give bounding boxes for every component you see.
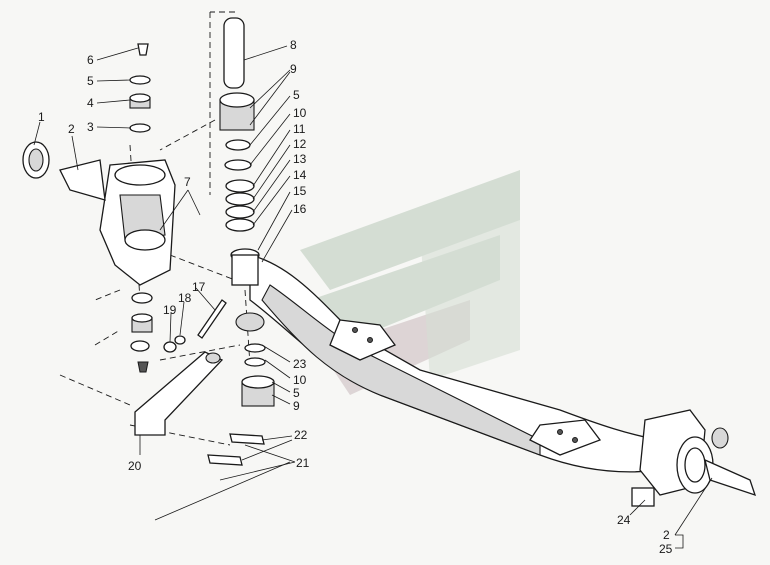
callout-18: 18: [178, 291, 192, 305]
callout-4: 4: [87, 96, 94, 110]
callout-3: 3: [87, 120, 94, 134]
callout-8: 8: [290, 38, 297, 52]
callout-17: 17: [192, 280, 206, 294]
callout-20: 20: [128, 459, 142, 473]
left-steering-knuckle: [22, 141, 176, 286]
callout-9: 9: [290, 62, 297, 76]
callout-10b: 10: [293, 373, 307, 387]
callout-25: 25: [659, 542, 673, 556]
steering-arm: [134, 351, 265, 466]
callout-1: 1: [38, 110, 45, 124]
callout-12: 12: [293, 137, 307, 151]
callout-10: 10: [293, 106, 307, 120]
callout-13: 13: [293, 152, 307, 166]
callout-24: 24: [617, 513, 631, 527]
callout-5b: 5: [293, 88, 300, 102]
callout-2: 2: [68, 122, 75, 136]
callout-11: 11: [293, 122, 306, 136]
callout-9b: 9: [293, 399, 300, 413]
callout-5c: 5: [293, 386, 300, 400]
callout-19: 19: [163, 303, 177, 317]
callout-5: 5: [87, 74, 94, 88]
callout-21: 21: [296, 456, 310, 470]
front-axle-beam: [249, 254, 661, 473]
left-upper-stack: [129, 43, 151, 133]
callout-2b: 2: [663, 528, 670, 542]
left-lower-stack: [130, 292, 227, 373]
callout-7: 7: [184, 175, 191, 189]
callout-15: 15: [293, 184, 307, 198]
kingpin-stack: [219, 17, 275, 407]
callout-6: 6: [87, 53, 94, 67]
right-steering-knuckle: [631, 409, 757, 507]
callout-16: 16: [293, 202, 307, 216]
callout-14: 14: [293, 168, 307, 182]
callout-labels: 1 2 3 4 5 6 7 8 9 5 10 11 12 13 14 15 16…: [38, 38, 673, 556]
leader-lines: [33, 45, 713, 549]
callout-22: 22: [294, 428, 308, 442]
logo-watermark: [300, 170, 520, 395]
callout-23: 23: [293, 357, 307, 371]
